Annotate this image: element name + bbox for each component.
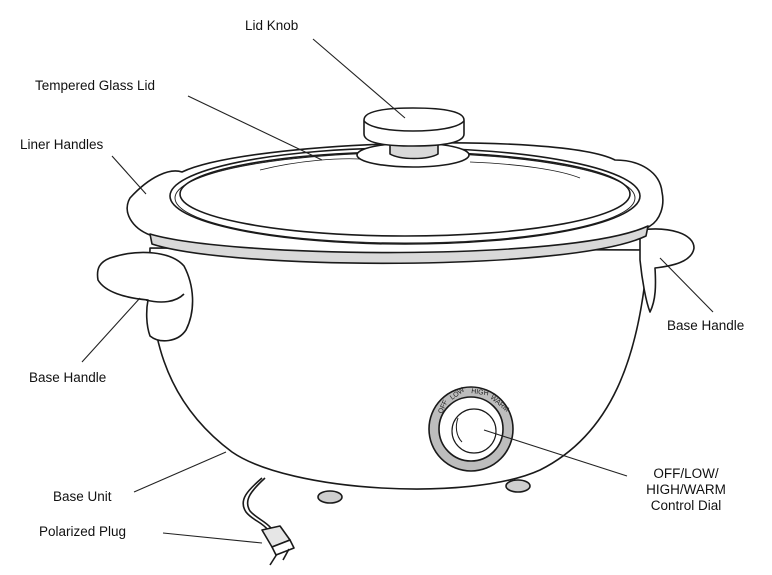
leader-base-unit <box>133 451 227 493</box>
leader-glass-lid <box>187 95 323 161</box>
foot-left <box>317 490 343 504</box>
power-cord <box>242 477 269 531</box>
label-base-unit: Base Unit <box>53 489 112 504</box>
leader-base-handle-left <box>81 297 141 363</box>
polarized-plug <box>261 525 295 566</box>
label-polarized-plug: Polarized Plug <box>39 524 127 539</box>
liner-band <box>149 225 649 265</box>
leader-liner-handles <box>111 155 147 195</box>
label-base-handle-left: Base Handle <box>29 370 107 385</box>
label-tempered-glass-lid: Tempered Glass Lid <box>35 78 156 93</box>
label-control-dial-line3: Control Dial <box>650 498 722 513</box>
label-base-handle-right: Base Handle <box>667 318 745 333</box>
leader-polarized-plug <box>162 532 263 544</box>
control-dial <box>428 386 514 472</box>
label-control-dial-line2: HIGH/WARM <box>646 482 726 497</box>
label-control-dial: OFF/LOW/ HIGH/WARM Control Dial <box>626 466 746 514</box>
label-liner-handles: Liner Handles <box>20 137 104 152</box>
dial-marking-high: HIGH <box>471 388 489 397</box>
foot-right <box>505 479 531 493</box>
label-lid-knob: Lid Knob <box>245 18 299 33</box>
leader-base-handle-right <box>659 257 714 313</box>
leader-lid-knob <box>312 38 406 119</box>
leader-control-dial <box>483 429 628 477</box>
base-handle-left <box>96 251 194 342</box>
label-control-dial-line1: OFF/LOW/ <box>653 466 719 481</box>
base-unit-body <box>149 247 649 490</box>
base-handle-right <box>639 228 695 313</box>
lid-knob <box>356 107 470 168</box>
